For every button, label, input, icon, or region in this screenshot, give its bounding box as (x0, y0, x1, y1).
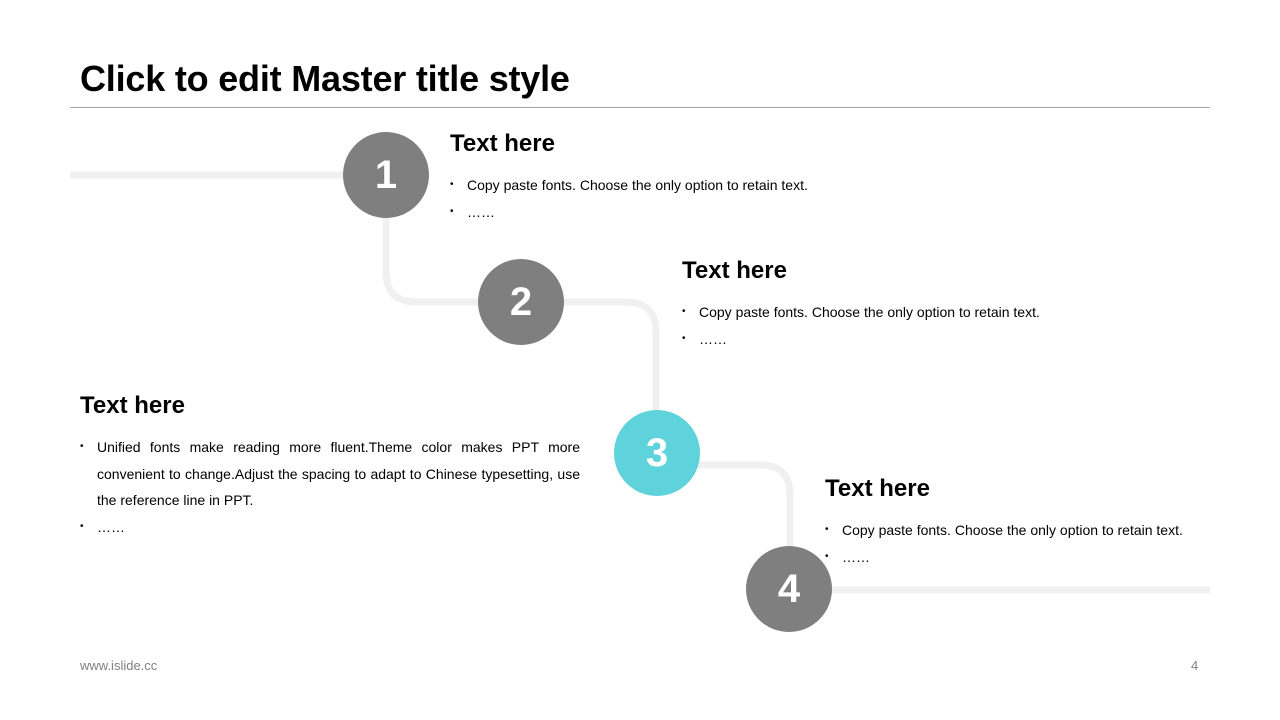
bullet-item: •…… (682, 330, 727, 347)
bullet-item: •…… (450, 203, 495, 220)
slide-title[interactable]: Click to edit Master title style (80, 58, 570, 99)
text-block-1[interactable]: Text here •Copy paste fonts. Choose the … (450, 130, 870, 225)
step-circle-1: 1 (343, 132, 429, 218)
step-number-3: 3 (645, 430, 669, 475)
block-heading-4: Text here (825, 475, 930, 502)
text-block-3[interactable]: Text here •Unified fonts make reading mo… (80, 392, 580, 540)
bullet-item: •Unified fonts make reading more fluent.… (80, 439, 580, 508)
block-bullets-4: •Copy paste fonts. Choose the only optio… (825, 517, 1210, 570)
step-circle-2: 2 (478, 259, 564, 345)
bullet-item: •Copy paste fonts. Choose the only optio… (825, 522, 1183, 538)
text-block-4[interactable]: Text here •Copy paste fonts. Choose the … (825, 475, 1210, 570)
step-circle-4: 4 (746, 546, 832, 632)
block-bullets-3: •Unified fonts make reading more fluent.… (80, 434, 580, 540)
title-underline (70, 107, 1210, 108)
step-number-4: 4 (777, 566, 801, 611)
step-number-1: 1 (374, 152, 398, 197)
footer-url: www.islide.cc (80, 658, 158, 673)
bullet-item: •…… (80, 518, 125, 535)
bullet-item: •Copy paste fonts. Choose the only optio… (682, 304, 1040, 320)
bullet-item: •…… (825, 548, 870, 565)
block-heading-1: Text here (450, 130, 555, 157)
page-number: 4 (1191, 658, 1199, 673)
block-bullets-1: •Copy paste fonts. Choose the only optio… (450, 172, 870, 225)
text-block-2[interactable]: Text here •Copy paste fonts. Choose the … (682, 257, 1102, 352)
step-circle-3: 3 (614, 410, 700, 496)
block-heading-3: Text here (80, 392, 185, 419)
timeline-connector (70, 171, 1210, 594)
step-number-2: 2 (509, 279, 533, 324)
block-heading-2: Text here (682, 257, 787, 284)
block-bullets-2: •Copy paste fonts. Choose the only optio… (682, 299, 1102, 352)
bullet-item: •Copy paste fonts. Choose the only optio… (450, 177, 808, 193)
